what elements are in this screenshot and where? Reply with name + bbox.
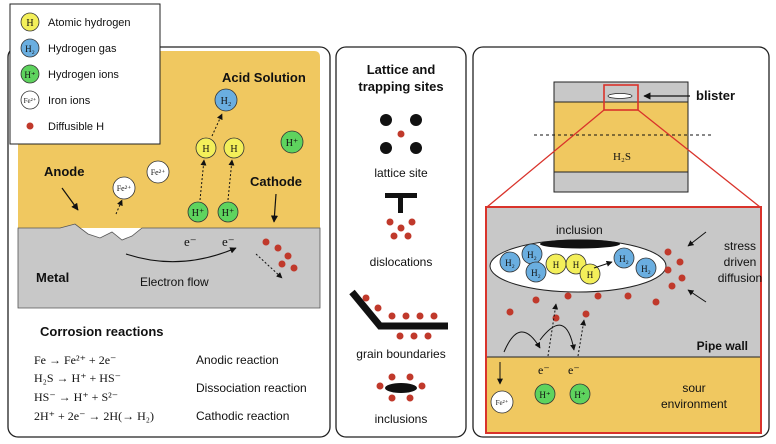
electron-symbol-1: e⁻ bbox=[184, 234, 197, 249]
electron-symbol-2: e⁻ bbox=[222, 234, 235, 249]
stress-label-2: driven bbox=[724, 255, 757, 269]
acid-solution-label: Acid Solution bbox=[222, 70, 306, 85]
h-atom-right-3: H bbox=[587, 270, 594, 280]
lattice-site-icon bbox=[380, 114, 422, 154]
reaction-equation-1: Fe → Fe²⁺ + 2e⁻ bbox=[34, 353, 116, 367]
electron-flow-label: Electron flow bbox=[140, 275, 209, 289]
sour-label-2: environment bbox=[661, 397, 728, 411]
cathode-label: Cathode bbox=[250, 174, 302, 189]
h2-molecule-right-4: H₂ bbox=[619, 254, 629, 264]
legend-label-iron-ions: Iron ions bbox=[48, 95, 91, 107]
dislocations-label: dislocations bbox=[370, 255, 433, 269]
legend-label-hydrogen-ions: Hydrogen ions bbox=[48, 69, 119, 81]
h2-molecule-right-3: H₂ bbox=[531, 268, 541, 278]
blister-label: blister bbox=[696, 88, 735, 103]
hplus-ion-left-1: H⁺ bbox=[192, 208, 205, 219]
reaction-equation-3: HS⁻ → H⁺ + S²⁻ bbox=[34, 390, 118, 404]
legend-diffusible-dot bbox=[26, 122, 34, 130]
reaction-name-2: Dissociation reaction bbox=[196, 381, 307, 395]
hplus-ion-right-2: H⁺ bbox=[574, 390, 585, 400]
pipe-wall-label: Pipe wall bbox=[697, 339, 748, 353]
grain-boundaries-label: grain boundaries bbox=[356, 347, 445, 361]
metal-label: Metal bbox=[36, 270, 69, 285]
grain-boundary-icon bbox=[349, 289, 448, 340]
h2-molecule-left: H₂ bbox=[221, 96, 232, 107]
inclusion-label: inclusion bbox=[556, 223, 603, 237]
hplus-ion-left-3: H⁺ bbox=[286, 138, 299, 149]
anode-label: Anode bbox=[44, 164, 84, 179]
h2-molecule-right-5: H₂ bbox=[641, 264, 651, 274]
panel-right: H₂S blister inclusion H₂ H₂ H₂ H H H H₂ bbox=[472, 46, 770, 438]
corrosion-title: Corrosion reactions bbox=[40, 324, 164, 339]
h2-molecule-right-2: H₂ bbox=[527, 250, 537, 260]
electron-symbol-right-2: e⁻ bbox=[568, 363, 580, 377]
stress-label-1: stress bbox=[724, 239, 756, 253]
lattice-site-label: lattice site bbox=[374, 166, 428, 180]
sour-label-1: sour bbox=[682, 381, 705, 395]
middle-title-line1: Lattice and bbox=[367, 62, 436, 77]
reaction-equation-4: 2H⁺ + 2e⁻ → 2H(→ H₂) bbox=[34, 409, 154, 423]
metal-region bbox=[17, 223, 321, 309]
reaction-equation-2: H₂S → H⁺ + HS⁻ bbox=[34, 371, 121, 385]
hplus-ion-right-1: H⁺ bbox=[539, 390, 550, 400]
h-atom-right-1: H bbox=[553, 260, 560, 270]
corrosion-reactions: Corrosion reactions Fe → Fe²⁺ + 2e⁻ Anod… bbox=[34, 324, 307, 423]
inclusion-icon bbox=[376, 373, 426, 402]
electron-symbol-right-1: e⁻ bbox=[538, 363, 550, 377]
legend-symbol-h2: H₂ bbox=[25, 44, 35, 54]
h-atom-left-2: H bbox=[230, 144, 237, 155]
fe-ion-left-1: Fe²⁺ bbox=[117, 184, 132, 193]
middle-title-line2: trapping sites bbox=[358, 79, 443, 94]
panel-middle: Lattice and trapping sites lattice site … bbox=[335, 46, 467, 438]
blister-shape bbox=[607, 93, 633, 99]
dislocation-icon bbox=[385, 193, 417, 240]
legend-symbol-h: H bbox=[26, 18, 33, 29]
legend-symbol-hplus: H⁺ bbox=[24, 70, 35, 80]
legend-label-hydrogen-gas: Hydrogen gas bbox=[48, 43, 117, 55]
reaction-name-1: Anodic reaction bbox=[196, 353, 279, 367]
h-atom-right-2: H bbox=[573, 260, 580, 270]
h2s-label: H₂S bbox=[613, 151, 631, 163]
h2-molecule-right-1: H₂ bbox=[505, 258, 515, 268]
fe-ion-right: Fe²⁺ bbox=[496, 399, 509, 407]
reaction-name-4: Cathodic reaction bbox=[196, 409, 289, 423]
legend-label-diffusible-h: Diffusible H bbox=[48, 121, 104, 133]
legend-label-atomic-hydrogen: Atomic hydrogen bbox=[48, 17, 131, 29]
fe-ion-left-2: Fe²⁺ bbox=[151, 168, 166, 177]
h-atom-left-1: H bbox=[202, 144, 209, 155]
hplus-ion-left-2: H⁺ bbox=[222, 208, 235, 219]
legend-symbol-fe: Fe²⁺ bbox=[24, 97, 37, 105]
inclusions-label: inclusions bbox=[375, 412, 428, 426]
inclusion-particle bbox=[540, 239, 620, 249]
legend: H Atomic hydrogen H₂ Hydrogen gas H⁺ Hyd… bbox=[9, 3, 161, 145]
stress-label-3: diffusion bbox=[718, 271, 762, 285]
